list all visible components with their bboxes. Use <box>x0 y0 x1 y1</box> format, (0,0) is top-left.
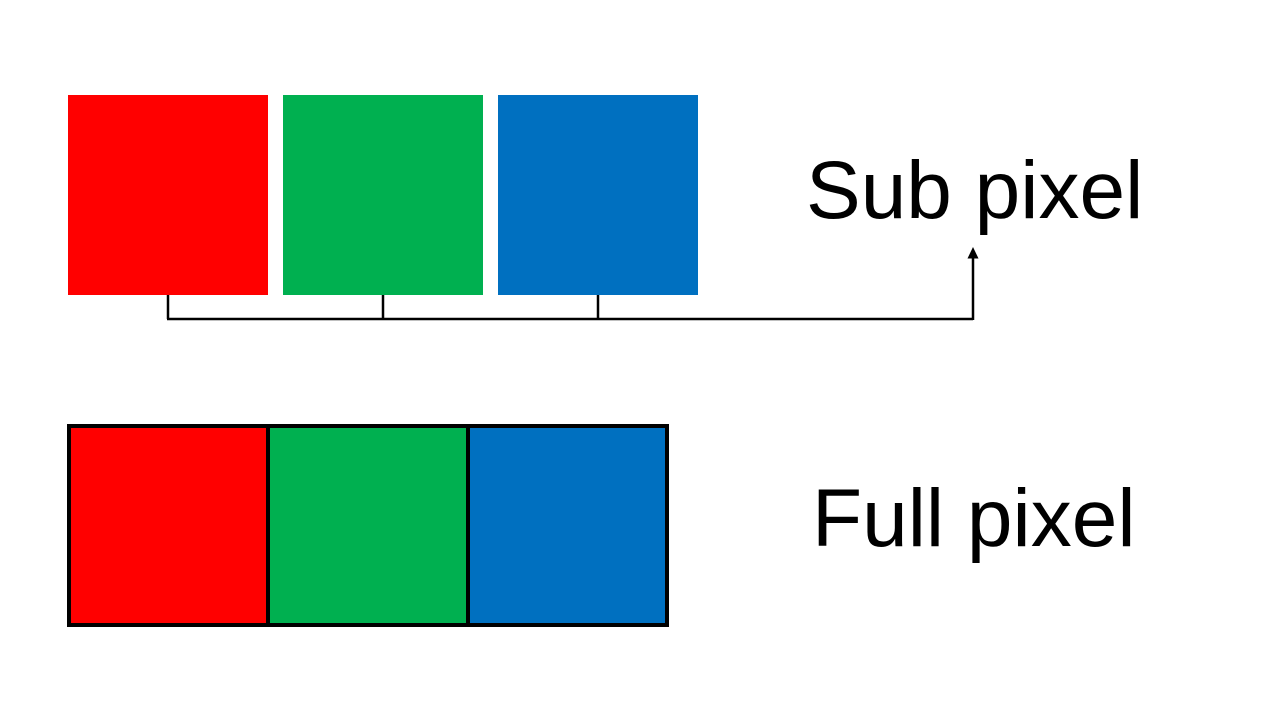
fullpixel-blue-cell <box>469 428 665 623</box>
fullpixel-block <box>67 424 669 627</box>
up-arrow-icon <box>967 247 979 259</box>
fullpixel-red-cell <box>71 428 267 623</box>
subpixel-red-square <box>68 95 268 295</box>
fullpixel-label: Full pixel <box>812 473 1136 564</box>
subpixel-green-square <box>283 95 483 295</box>
subpixel-blue-square <box>498 95 698 295</box>
subpixel-label: Sub pixel <box>806 145 1144 236</box>
fullpixel-green-cell <box>266 428 470 623</box>
